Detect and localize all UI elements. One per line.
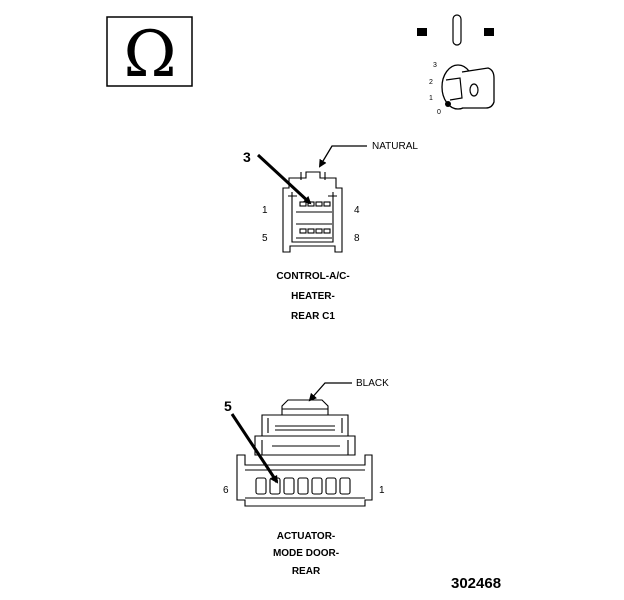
actuator-pin-1-label: 1 (379, 485, 385, 496)
connector-actuator-drawing (236, 399, 373, 507)
actuator-color-leader (308, 382, 352, 402)
ignition-key-icon (417, 14, 495, 110)
c1-callout-arrow (256, 153, 312, 205)
c1-color-label: NATURAL (372, 141, 418, 152)
ignition-position-0: 0 (437, 109, 441, 116)
c1-color-leader (318, 145, 367, 168)
actuator-color-label: BLACK (356, 378, 389, 389)
actuator-title-line-3: REAR (292, 566, 321, 577)
connector-c1-drawing (282, 171, 343, 253)
actuator-title-line-1: ACTUATOR- (277, 531, 336, 542)
ohm-symbol-box: Ω (106, 16, 193, 92)
ohm-icon: Ω (123, 18, 176, 92)
c1-title-line-3: REAR C1 (291, 311, 335, 322)
actuator-callout-number: 5 (224, 398, 232, 414)
ignition-position-3: 3 (433, 62, 437, 69)
c1-title-line-2: HEATER- (291, 291, 335, 302)
actuator-title-line-2: MODE DOOR- (273, 548, 339, 559)
c1-callout-number: 3 (243, 149, 251, 165)
c1-pin-1-label: 1 (262, 205, 268, 216)
c1-pin-4-label: 4 (354, 205, 360, 216)
ignition-position-1: 1 (429, 95, 433, 102)
actuator-pin-6-label: 6 (223, 485, 229, 496)
c1-pin-5-label: 5 (262, 233, 268, 244)
figure-number: 302468 (451, 575, 501, 592)
c1-title-line-1: CONTROL-A/C- (276, 271, 349, 282)
ignition-position-2: 2 (429, 79, 433, 86)
actuator-callout-arrow (230, 413, 279, 484)
c1-pin-8-label: 8 (354, 233, 360, 244)
